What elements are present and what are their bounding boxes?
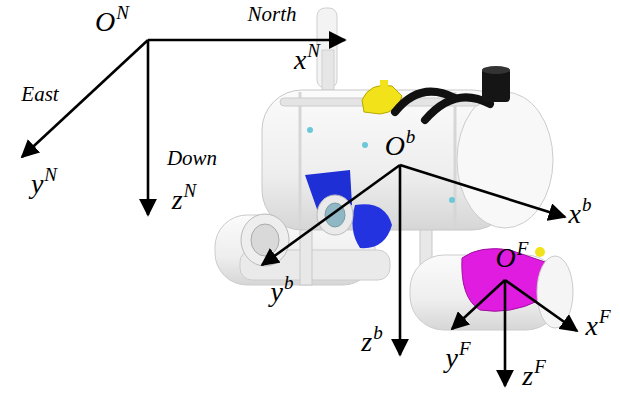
axis-label: yb bbox=[271, 278, 294, 306]
axis-label: xN bbox=[294, 46, 320, 74]
axis-arrow bbox=[452, 280, 505, 329]
coordinate-axes bbox=[22, 40, 577, 386]
direction-label: North bbox=[247, 4, 296, 25]
frame-origin: ON bbox=[95, 8, 129, 36]
axis-label: xb bbox=[569, 200, 592, 228]
axis-label: xF bbox=[585, 312, 610, 340]
axis-arrow bbox=[22, 40, 148, 157]
axis-arrow bbox=[400, 165, 565, 217]
direction-label: East bbox=[21, 84, 58, 105]
axis-arrow bbox=[147, 40, 150, 215]
rov-body bbox=[215, 8, 573, 330]
frame-origin: Ob bbox=[385, 132, 416, 160]
axis-arrow bbox=[505, 280, 577, 331]
direction-label: Down bbox=[167, 148, 217, 169]
axis-arrow bbox=[399, 165, 402, 355]
axis-label: zN bbox=[172, 186, 197, 214]
axis-arrow bbox=[262, 165, 400, 265]
axis-label: yF bbox=[445, 344, 470, 372]
axis-label: yN bbox=[31, 170, 57, 198]
axis-label: zF bbox=[522, 362, 546, 390]
axis-arrow bbox=[504, 280, 507, 386]
frame-origin: OF bbox=[496, 244, 529, 272]
axis-label: zb bbox=[361, 328, 382, 356]
